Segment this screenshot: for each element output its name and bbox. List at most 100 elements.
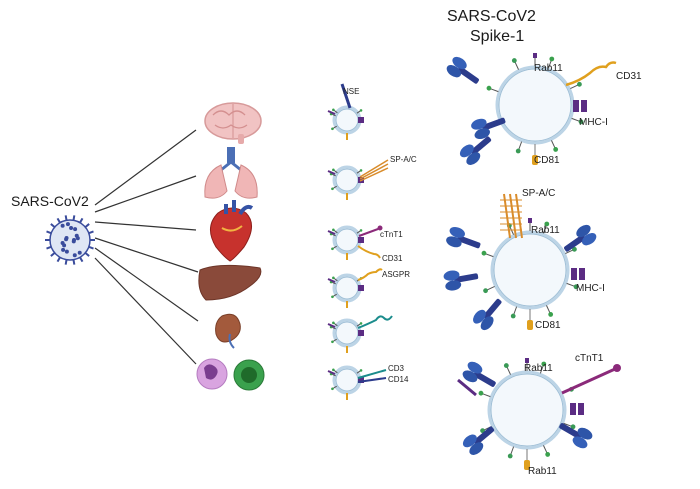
mhc-i-2-a (571, 268, 577, 280)
virus-label: SARS-CoV2 (11, 193, 89, 209)
cd31-large-marker (565, 61, 617, 87)
spike-7-lobe (480, 316, 494, 331)
small-exosome-ligand-tip (359, 229, 363, 232)
small-exosome-ligand-tip (332, 168, 335, 172)
spike-5-lobe (443, 270, 460, 281)
connector-line (94, 221, 197, 231)
organ-exosomes-column (327, 83, 393, 400)
spike-10-lobe (462, 434, 477, 448)
large-exosome-ligand-tip (573, 284, 579, 290)
immune-cells-icon (196, 358, 265, 391)
virus-dot (60, 241, 65, 246)
small-exosome-receptor (327, 110, 336, 115)
large-exosome-ligand-tip (578, 119, 584, 125)
small-exosome-ligand-tip (332, 228, 335, 232)
spike-4 (446, 226, 481, 249)
spike-10-lobe (469, 442, 484, 455)
spike-7-stem (483, 298, 502, 320)
connector-line (94, 247, 199, 322)
spike-2 (471, 117, 506, 140)
small-exosome-ligand-tip (332, 108, 335, 112)
virus-dot (73, 227, 78, 232)
large3-ctnt1: cTnT1 (575, 353, 604, 364)
marker-label-nse: NSE (343, 87, 360, 96)
small-exosome-receptor (327, 170, 336, 175)
small-exosome-core (335, 368, 359, 392)
large-exosome-ligand-tip (553, 147, 559, 152)
lungs-icon (204, 147, 258, 199)
large3-rab11-bottom: Rab11 (528, 466, 557, 477)
brain-icon (204, 102, 262, 144)
spike-3-stem (470, 136, 492, 155)
sp-ac-large-stalk (509, 193, 517, 239)
large-exosome-ligand-tip (503, 363, 509, 368)
mhc-i-1-a (573, 100, 579, 112)
spike-3-lobe (459, 144, 474, 158)
virus-spike (79, 256, 84, 263)
small-exosome-ligand-tip (359, 369, 363, 372)
small-exosome-ligand-tip (331, 295, 334, 299)
mhc-i-3-b (578, 403, 584, 415)
large-exosome-cd81 (527, 320, 533, 330)
spike-6-lobe (582, 233, 597, 246)
small-exosome-ligand-tip (332, 321, 335, 325)
small-exosome-core (335, 168, 359, 192)
spike-8 (462, 361, 496, 387)
small-exosome-receptor (327, 323, 336, 328)
sp-ac-large-stalk (503, 193, 511, 239)
small-exosome-mhc (358, 330, 364, 336)
receptor-large (457, 378, 477, 397)
small-exosome-receptor (327, 370, 336, 375)
kidney-icon (215, 313, 241, 349)
small-exosome-ligand-tip (359, 109, 363, 112)
virus-dot (72, 253, 77, 258)
virus-spike (72, 259, 76, 265)
small-exosome-ligand-tip (332, 368, 335, 372)
large-exosome-ligand-tip (572, 246, 577, 252)
virus-spike (50, 223, 56, 228)
heart-icon (210, 200, 254, 262)
ctnt1-small-marker (358, 228, 379, 237)
virus-dot (65, 222, 70, 227)
connector-line (94, 175, 197, 213)
virus-dot (75, 236, 80, 241)
spike-4-stem (456, 235, 481, 249)
spike-9-lobe (577, 427, 593, 440)
virus-dot (64, 249, 69, 254)
asgpr-marker (357, 268, 383, 281)
large1-rab11: Rab11 (534, 63, 563, 74)
large-exosome-ligand-tip (511, 58, 517, 63)
sp-ac-small-marker (359, 159, 389, 178)
spike-5 (443, 270, 479, 291)
large-exosome-cd81 (524, 460, 530, 470)
spike-2-stem (481, 117, 506, 131)
sp-ac-small-marker (359, 167, 389, 182)
small-exosome-ligand-tip (331, 187, 334, 191)
large-exosome-ligand-tip (478, 390, 484, 396)
spike-10 (462, 426, 495, 455)
virus-spike (88, 245, 94, 250)
large-exosome-cd81 (532, 155, 538, 165)
spike-4-lobe (446, 236, 462, 248)
large-exosome-ligand-tip (507, 453, 513, 459)
header-title-line2: Spike-1 (470, 28, 525, 45)
virus-dot (61, 247, 66, 252)
large3-rab11-top: Rab11 (524, 363, 553, 374)
marker-label-cd3: CD3 (388, 364, 405, 373)
virus-spike (88, 230, 94, 235)
small-exosome-core (335, 321, 359, 345)
spike-6-lobe (576, 224, 591, 238)
small-exosome-receptor (327, 278, 336, 283)
small-exosome-ligand-tip (332, 276, 335, 280)
large2-rab11: Rab11 (531, 225, 560, 236)
virus-body (49, 219, 91, 261)
sars-cov2-virion (45, 215, 95, 265)
spike-1 (446, 56, 479, 84)
virus-dot (71, 239, 76, 244)
marker-label-cd31-small: CD31 (382, 254, 403, 263)
nse-marker (340, 83, 352, 109)
marker-label-ctnt1-small: cTnT1 (380, 230, 403, 239)
sp-ac-small-marker (359, 163, 389, 180)
virus-dot (60, 223, 65, 228)
